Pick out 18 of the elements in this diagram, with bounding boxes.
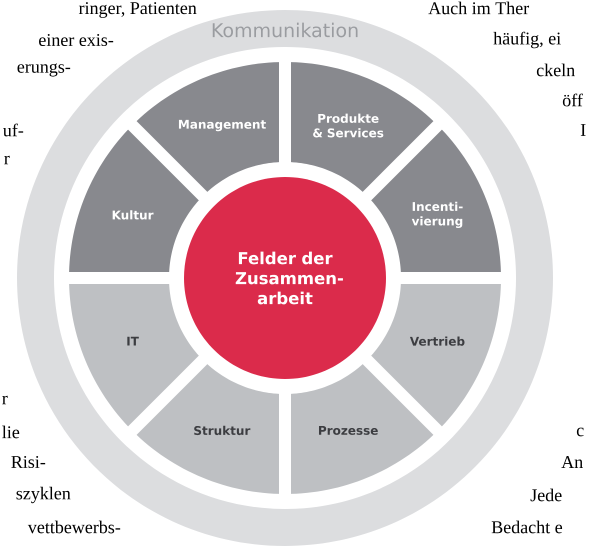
segment: IT bbox=[69, 284, 199, 426]
segment: Kultur bbox=[69, 130, 199, 272]
body-text: r bbox=[2, 396, 8, 404]
segment: Produkte & Services bbox=[291, 62, 434, 192]
body-text: einer exis- bbox=[39, 34, 114, 46]
segment: Prozesse bbox=[291, 364, 434, 494]
body-text: lie bbox=[2, 426, 20, 438]
body-text: c bbox=[576, 428, 584, 436]
body-text: öff bbox=[562, 94, 583, 106]
body-text: r bbox=[4, 156, 10, 164]
body-text: vettbewerbs- bbox=[28, 520, 120, 534]
body-text: szyklen bbox=[16, 486, 71, 504]
body-text: I bbox=[580, 124, 586, 136]
segment: Management bbox=[136, 62, 279, 192]
segment: Vertrieb bbox=[371, 284, 501, 426]
segment: Struktur bbox=[136, 364, 279, 494]
body-text: erungs- bbox=[18, 63, 70, 77]
body-text: An bbox=[561, 456, 583, 468]
